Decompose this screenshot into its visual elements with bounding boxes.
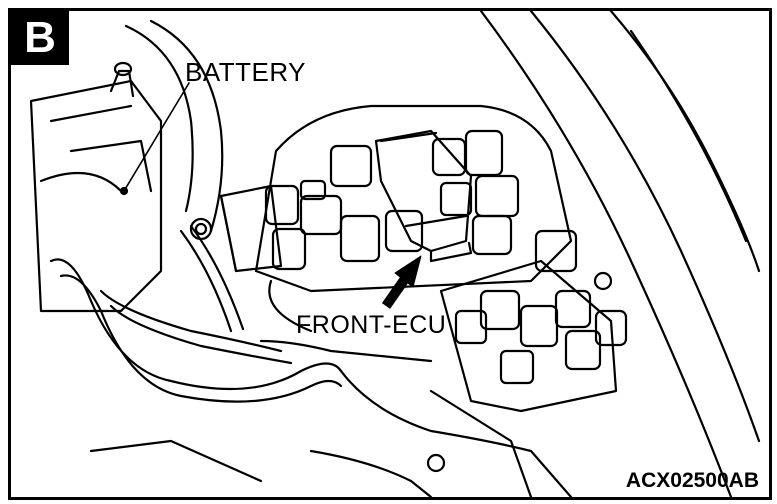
front-ecu-arrow (381, 255, 422, 309)
engine-bay-illustration (29, 11, 761, 497)
secondary-fuse-block (426, 259, 628, 473)
body-panel-lines (479, 11, 761, 497)
hood-seal (124, 19, 224, 233)
figure-code: ACX02500AB (625, 469, 759, 492)
panel-badge: B (11, 11, 69, 65)
front-ecu-module (374, 129, 473, 263)
relay-box-housing (219, 104, 573, 293)
lower-bracket (89, 279, 573, 497)
cable-hoses (49, 217, 343, 403)
battery-label: BATTERY (185, 57, 307, 87)
front-ecu-label: FRONT-ECU (296, 311, 447, 339)
diagram-frame: B BATTERY FRONT-ECU ACX02500AB (8, 8, 772, 500)
relay-blocks (264, 129, 578, 273)
battery-leader-line (123, 82, 190, 192)
battery-outline (29, 61, 163, 313)
